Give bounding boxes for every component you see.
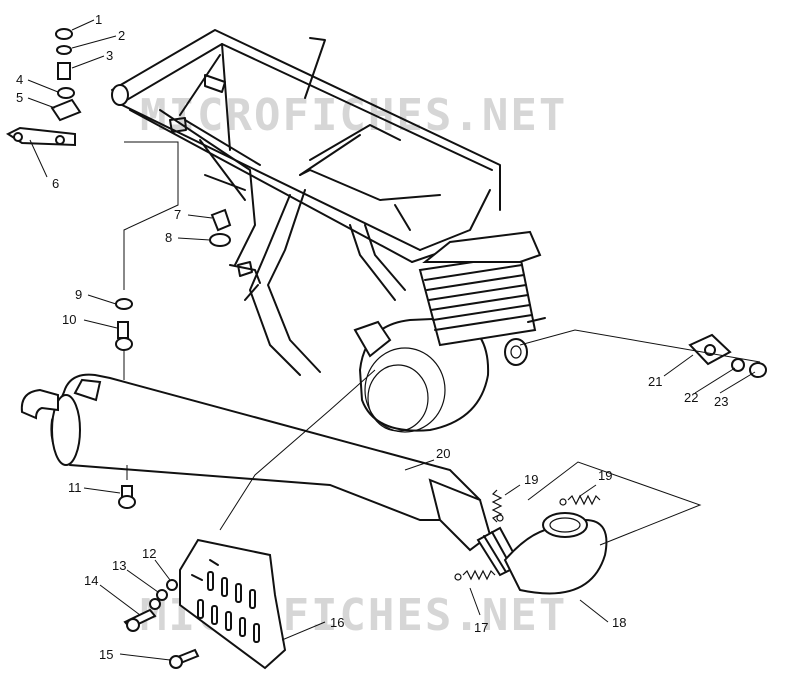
callout-21: 21	[648, 374, 662, 389]
callout-4: 4	[16, 72, 23, 87]
callout-5: 5	[16, 90, 23, 105]
callout-10: 10	[62, 312, 76, 327]
watermark-top: MICROFICHES.NET	[140, 90, 567, 141]
callout-19a: 19	[524, 472, 538, 487]
callout-22: 22	[684, 390, 698, 405]
callout-18: 18	[612, 615, 626, 630]
grommet	[209, 208, 232, 247]
callout-12: 12	[142, 546, 156, 561]
callout-7: 7	[174, 207, 181, 222]
callout-9: 9	[75, 287, 82, 302]
head-pipe	[503, 512, 608, 595]
callout-8: 8	[165, 230, 172, 245]
callout-numbers: 1 2 3 4 5 6 7 8 9 10 11 12 13 14 15 16 1…	[16, 12, 728, 662]
callout-16: 16	[330, 615, 344, 630]
springs	[454, 489, 601, 581]
leader-lines	[27, 19, 761, 661]
fasteners	[123, 579, 200, 669]
callout-6: 6	[52, 176, 59, 191]
engine	[353, 230, 546, 433]
callout-15: 15	[99, 647, 113, 662]
callout-19b: 19	[598, 468, 612, 483]
callout-2: 2	[118, 28, 125, 43]
heat-shield	[179, 538, 287, 670]
heat-shield-slots	[197, 571, 260, 643]
callout-11: 11	[68, 480, 82, 495]
callout-3: 3	[106, 48, 113, 63]
muffler	[20, 373, 522, 577]
callout-13: 13	[112, 558, 126, 573]
bolt-11	[118, 485, 136, 509]
callout-20: 20	[436, 446, 450, 461]
frame	[111, 29, 501, 376]
callout-23: 23	[714, 394, 728, 409]
mount-hardware-stack	[5, 28, 82, 147]
callout-1: 1	[95, 12, 102, 27]
callout-14: 14	[84, 573, 98, 588]
callout-17: 17	[474, 620, 488, 635]
washer-bolt	[115, 298, 133, 351]
